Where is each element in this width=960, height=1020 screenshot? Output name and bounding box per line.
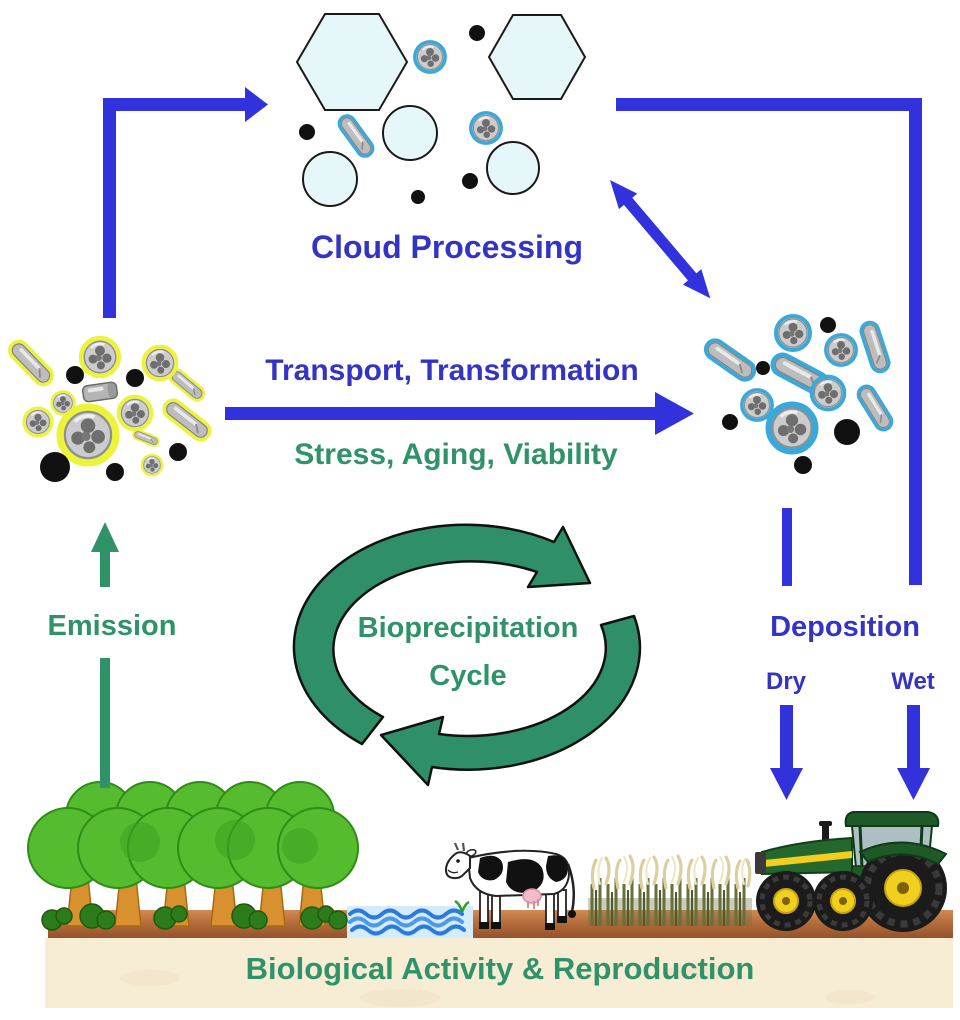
tractor-fender (858, 841, 948, 866)
emission-label: Emission (47, 610, 177, 642)
cow-icon (444, 842, 576, 930)
soot-particles (722, 317, 860, 474)
biological-activity-label: Biological Activity & Reproduction (245, 951, 755, 986)
bioprecipitation-cycle-arrows-icon (292, 523, 642, 787)
tractor-stripe (764, 851, 852, 867)
tractor-front-weight (755, 852, 766, 874)
rod-particle-icon (856, 384, 894, 432)
rod-particle-icon (337, 114, 375, 158)
rod-particle-icon (162, 398, 212, 442)
wheat-field-icon (588, 854, 752, 926)
bushes-icon (41, 903, 348, 931)
wet-label: Wet (891, 668, 935, 695)
cloud-exchange-double-arrow (610, 180, 711, 299)
dry-deposition-segment (782, 508, 792, 586)
soot-particles (299, 25, 485, 204)
tractor-cab-roof (844, 811, 940, 827)
bioprecipitation-label: Bioprecipitation (357, 612, 579, 644)
spore-particle-icon (740, 388, 774, 422)
rod-particle-icon (703, 338, 757, 382)
soot-particles (40, 366, 187, 482)
canopy-shading (120, 820, 318, 864)
cow-udder (522, 888, 542, 904)
forest-icon (27, 781, 359, 931)
spore-particle-icon (140, 453, 164, 477)
stream-icon (347, 899, 473, 938)
deposition-label: Deposition (770, 611, 920, 643)
spore-particle-icon (765, 401, 819, 455)
spore-particle-icon (469, 111, 503, 145)
landscape (27, 781, 953, 1008)
cloud-droplet-icon (382, 105, 438, 161)
tractor-icon (755, 811, 948, 932)
cloud-cluster (295, 13, 587, 207)
emission-arrow (91, 522, 119, 788)
cloud-to-right-edge-line (616, 98, 922, 585)
water-plant-icon (454, 899, 470, 913)
cloud-processing-label: Cloud Processing (310, 229, 584, 265)
cycle-label: Cycle (429, 660, 507, 692)
transport-arrow (225, 392, 694, 435)
fresh-aerosol-cluster (8, 335, 212, 482)
ice-crystal-icon (295, 13, 409, 111)
cow-horns (453, 842, 466, 852)
spore-particle-icon (141, 344, 179, 382)
tractor-mid-wheel (813, 871, 873, 931)
spore-particle-icon (773, 313, 813, 353)
spore-particle-icon (56, 403, 120, 467)
wet-deposition-arrow (897, 705, 930, 800)
spore-particle-icon (824, 333, 858, 367)
stress-aging-viability-label: Stress, Aging, Viability (294, 438, 618, 471)
cloud-droplet-icon (302, 151, 358, 207)
tractor-front-wheel (756, 871, 816, 931)
dry-label: Dry (765, 668, 807, 695)
tractor-rear-wheel (859, 844, 947, 932)
rod-particle-icon (8, 339, 54, 387)
spore-particle-icon (22, 406, 54, 438)
spore-particle-icon (116, 394, 154, 432)
cow-head (444, 851, 471, 880)
up-to-cloud-arrow (103, 87, 268, 318)
rod-particle-icon (859, 320, 891, 374)
bacterium-capsule-icon (81, 381, 119, 403)
ice-crystal-icon (487, 14, 587, 100)
rod-particle-icon (132, 429, 160, 447)
arrows-blue (103, 87, 930, 800)
spore-particle-icon (78, 335, 122, 379)
cream-texture (120, 964, 875, 1007)
spore-particle-icon (50, 390, 76, 416)
spore-particle-icon (809, 374, 847, 412)
aged-aerosol-cluster (703, 313, 894, 474)
spore-particle-icon (413, 40, 447, 74)
ground-cream-band (45, 938, 953, 1008)
dry-deposition-arrow (770, 705, 803, 800)
cloud-droplet-icon (486, 141, 540, 195)
transport-transformation-label: Transport, Transformation (265, 354, 639, 387)
